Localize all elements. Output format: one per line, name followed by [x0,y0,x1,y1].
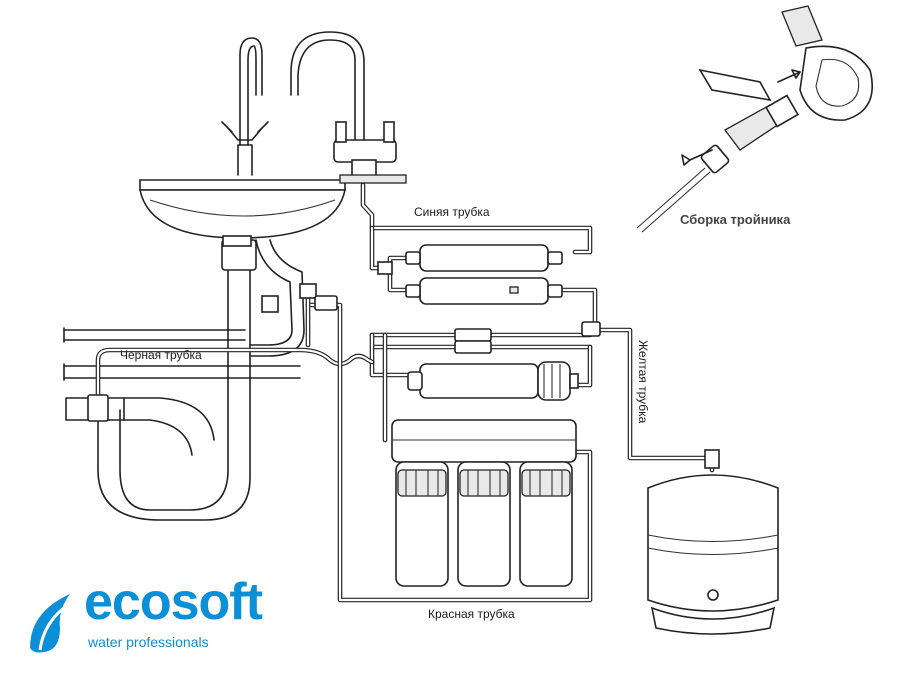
yellow-tube-label: Желтая трубка [636,340,650,424]
wall-pipes [63,327,301,381]
main-faucet [221,37,269,176]
fittings [87,261,720,469]
prefilter-block [391,419,577,587]
logo-brand-text: ecosoft [84,573,263,631]
post-filters [405,244,563,305]
red-tube-label: Красная трубка [428,607,515,621]
ro-faucet [290,31,407,184]
blue-tube-label: Синяя трубка [414,205,490,219]
ecosoft-logo: ecosoft water professionals [22,573,292,658]
storage-tank [647,474,779,635]
logo-tagline: water professionals [88,634,209,650]
logo-drop-icon [30,594,73,653]
sink [139,179,346,357]
black-tube-label: Черная трубка [120,348,202,362]
membrane-housing [407,361,579,401]
drain-trap [65,239,257,521]
tee-assembly-illustration [636,5,874,233]
tee-assembly-caption: Сборка тройника [680,212,791,227]
